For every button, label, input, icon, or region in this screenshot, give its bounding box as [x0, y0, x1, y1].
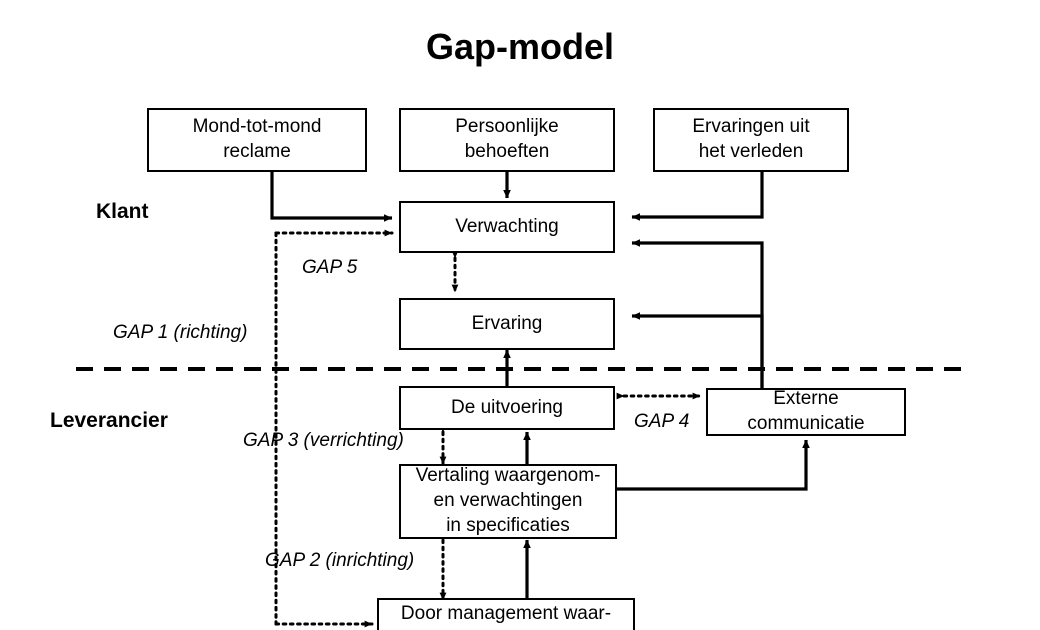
- box-line: het verleden: [698, 141, 804, 162]
- arrow-mond-to-verwachting: [270, 172, 393, 222]
- box-line: Externe: [773, 388, 839, 410]
- box-ervaring[interactable]: Ervaring: [399, 298, 615, 350]
- box-line: en verwachtingen: [433, 490, 583, 512]
- gap-label-2: GAP 2 (inrichting): [265, 550, 415, 571]
- gap-label-4: GAP 4: [634, 411, 690, 432]
- box-line: Ervaring: [471, 312, 543, 334]
- box-line: De uitvoering: [451, 396, 563, 418]
- box-mond-tot-mond-reclame[interactable]: Mond-tot-mond reclame: [147, 108, 367, 172]
- box-line: Ervaringen uit: [692, 116, 810, 138]
- box-line: genomen verwachtingen: [397, 627, 615, 630]
- gap-label-3: GAP 3 (verrichting): [243, 430, 404, 451]
- box-verwachting[interactable]: Verwachting: [399, 201, 615, 253]
- gap-label-5: GAP 5: [302, 257, 358, 278]
- page-title: Gap-model: [425, 26, 614, 67]
- box-de-uitvoering[interactable]: De uitvoering: [399, 386, 615, 430]
- side-label-leverancier: Leverancier: [50, 409, 168, 432]
- box-line: Vertaling waargenom-: [415, 465, 601, 487]
- box-ervaringen-uit-het-verleden[interactable]: Ervaringen uit het verleden: [653, 108, 849, 172]
- box-line: reclame: [223, 141, 291, 162]
- box-line: Verwachting: [455, 215, 559, 237]
- arrow-externe-to-ervaring: [631, 312, 764, 388]
- box-line: communicatie: [747, 413, 865, 434]
- arrow-vertaling-to-externe: [617, 439, 810, 491]
- box-line: behoeften: [464, 141, 550, 162]
- gap-label-1: GAP 1 (richting): [113, 322, 248, 343]
- box-line: Mond-tot-mond: [192, 116, 322, 138]
- box-externe-communicatie[interactable]: Externe communicatie: [706, 388, 906, 436]
- box-line: in specificaties: [446, 514, 570, 536]
- box-line: Persoonlijke: [455, 116, 559, 138]
- side-label-klant: Klant: [96, 200, 149, 223]
- box-line: Door management waar-: [400, 603, 612, 624]
- box-door-management-waargenomen-verwachtingen[interactable]: Door management waar-genomen verwachting…: [377, 598, 635, 630]
- box-persoonlijke-behoeften[interactable]: Persoonlijke behoeften: [399, 108, 615, 172]
- arrow-ervaringen-to-verwachting: [631, 172, 764, 221]
